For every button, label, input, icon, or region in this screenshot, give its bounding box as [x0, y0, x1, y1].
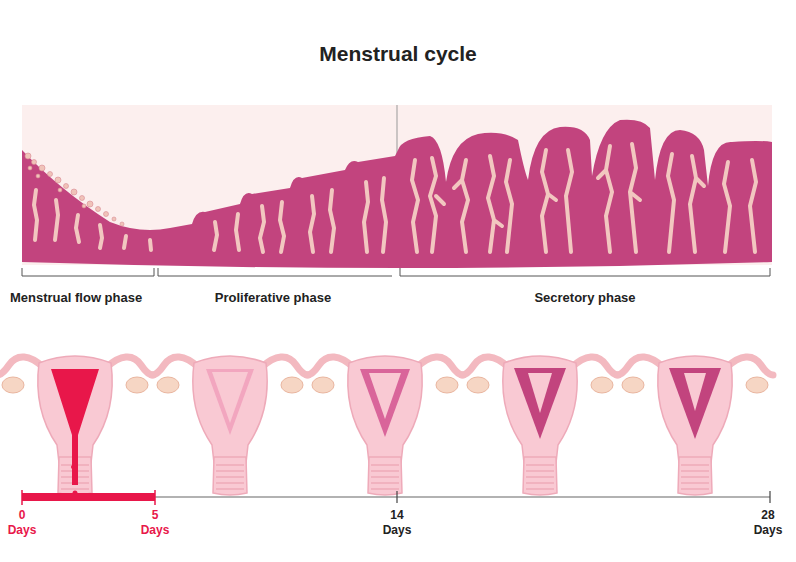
- uterus-menstrual: [0, 356, 153, 496]
- day-label: 14 Days: [383, 508, 412, 538]
- phase-label: Secretory phase: [534, 290, 635, 305]
- endometrial-glands: [34, 144, 756, 252]
- phase-label: Proliferative phase: [215, 290, 331, 305]
- uterus-early: [152, 356, 308, 495]
- endometrium-tissue: [22, 120, 772, 268]
- uterus-ovulation: [307, 356, 463, 495]
- day-label: 5 Days: [141, 508, 170, 538]
- diagram-title: Menstrual cycle: [319, 42, 477, 66]
- shed-tissue: [25, 153, 124, 226]
- uterus-late: [617, 356, 773, 495]
- endometrium-illustration: [22, 105, 772, 268]
- uterus-icons: [0, 356, 773, 496]
- day-label: 28 Days: [754, 508, 783, 538]
- timeline: [22, 490, 770, 505]
- phase-brackets: [22, 268, 770, 276]
- day-label: 0 Days: [8, 508, 37, 538]
- uterus-secretory: [462, 356, 618, 495]
- phase-label: Menstrual flow phase: [10, 290, 142, 305]
